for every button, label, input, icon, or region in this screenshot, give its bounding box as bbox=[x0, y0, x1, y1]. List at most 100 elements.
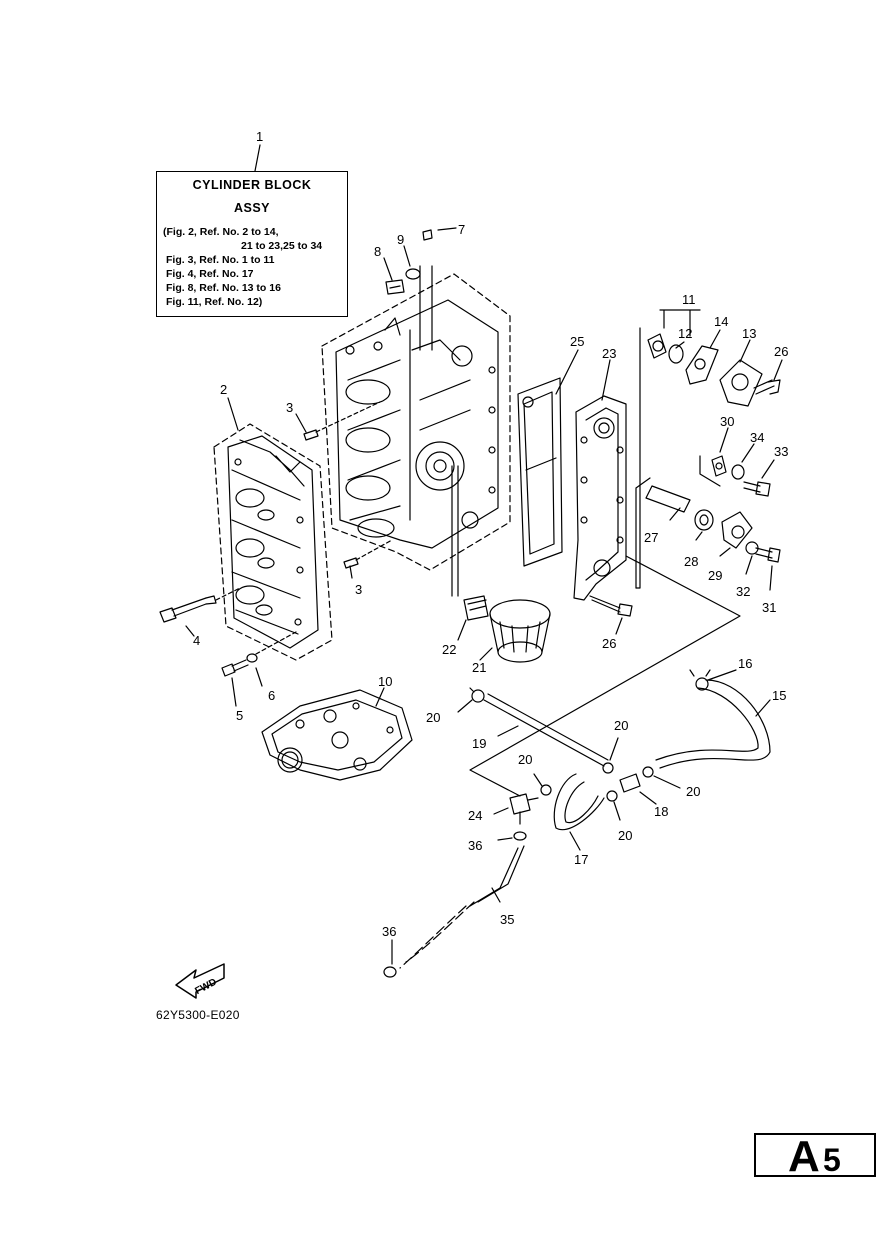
thermostat-11 bbox=[647, 333, 667, 359]
group-bracket-27 bbox=[635, 477, 651, 589]
callout-3: 3 bbox=[355, 582, 362, 597]
hose-19 bbox=[483, 693, 609, 767]
hose-group-line bbox=[469, 555, 741, 797]
leader-7 bbox=[437, 227, 457, 231]
callout-26: 26 bbox=[602, 636, 616, 651]
clamp-36a bbox=[513, 831, 527, 841]
ref-line: Fig. 8, Ref. No. 13 to 16 bbox=[166, 282, 281, 294]
grommet-28 bbox=[694, 509, 714, 531]
callout-31: 31 bbox=[762, 600, 776, 615]
plug-8 bbox=[385, 279, 405, 295]
leader-7-9 bbox=[419, 265, 433, 351]
ref-line: Fig. 3, Ref. No. 1 to 11 bbox=[166, 254, 275, 266]
washer-34 bbox=[731, 464, 745, 480]
gasket-14 bbox=[685, 345, 719, 385]
bolt-31 bbox=[755, 547, 781, 563]
ref-line: Fig. 4, Ref. No. 17 bbox=[166, 268, 254, 280]
callout-8: 8 bbox=[374, 244, 381, 259]
clamp-20d bbox=[606, 790, 618, 802]
cylinder-block bbox=[321, 273, 511, 571]
callout-12: 12 bbox=[678, 326, 692, 341]
hose-35 bbox=[399, 845, 525, 969]
callout-4: 4 bbox=[193, 633, 200, 648]
clamp-20a bbox=[469, 687, 485, 703]
callout-22: 22 bbox=[442, 642, 456, 657]
callout-1: 1 bbox=[256, 129, 263, 144]
callout-28: 28 bbox=[684, 554, 698, 569]
callout-36: 36 bbox=[468, 838, 482, 853]
callout-13: 13 bbox=[742, 326, 756, 341]
washer-6 bbox=[246, 653, 258, 663]
leader-8 bbox=[383, 257, 393, 281]
fitting-22 bbox=[463, 595, 489, 621]
clamp-20e bbox=[642, 766, 654, 778]
thermostat-cover-13 bbox=[719, 359, 763, 407]
bolt-26-lower bbox=[589, 595, 633, 617]
callout-21: 21 bbox=[472, 660, 486, 675]
assembly-title: CYLINDER BLOCK bbox=[192, 178, 312, 192]
callout-20: 20 bbox=[686, 784, 700, 799]
callout-9: 9 bbox=[397, 232, 404, 247]
callout-14: 14 bbox=[714, 314, 728, 329]
callout-11: 11 bbox=[682, 292, 696, 307]
assembly-title-box: CYLINDER BLOCK ASSY (Fig. 2, Ref. No. 2 … bbox=[156, 171, 348, 317]
callout-3: 3 bbox=[286, 400, 293, 415]
callout-36: 36 bbox=[382, 924, 396, 939]
hose-17 bbox=[553, 773, 605, 831]
hose-15 bbox=[655, 679, 771, 769]
gasket-9 bbox=[405, 268, 421, 280]
o-ring-12 bbox=[668, 344, 684, 364]
fwd-arrow-icon bbox=[175, 963, 225, 999]
callout-26: 26 bbox=[774, 344, 788, 359]
callout-17: 17 bbox=[574, 852, 588, 867]
anode-27 bbox=[645, 485, 691, 513]
callout-18: 18 bbox=[654, 804, 668, 819]
callout-30: 30 bbox=[720, 414, 734, 429]
cylinder-head-2 bbox=[213, 423, 333, 661]
leader-1 bbox=[254, 144, 261, 172]
exhaust-cover-23 bbox=[573, 395, 627, 601]
dowel-pin-3b bbox=[343, 557, 359, 569]
bolt-7 bbox=[422, 229, 433, 241]
callout-20: 20 bbox=[618, 828, 632, 843]
gasket-10 bbox=[261, 689, 413, 781]
bolt-5 bbox=[221, 659, 249, 677]
assembly-subtitle: ASSY bbox=[233, 201, 271, 215]
callout-20: 20 bbox=[426, 710, 440, 725]
dowel-pin-3a bbox=[303, 429, 319, 441]
group-bracket-30 bbox=[699, 455, 721, 487]
callout-19: 19 bbox=[472, 736, 486, 751]
callout-16: 16 bbox=[738, 656, 752, 671]
bracket-30 bbox=[711, 455, 727, 477]
callout-15: 15 bbox=[772, 688, 786, 703]
ref-line: 21 to 23,25 to 34 bbox=[241, 240, 323, 252]
page-letter: A bbox=[788, 1132, 820, 1181]
bolt-26-upper bbox=[753, 379, 781, 395]
gasket-25 bbox=[517, 377, 563, 567]
callout-5: 5 bbox=[236, 708, 243, 723]
callout-6: 6 bbox=[268, 688, 275, 703]
clamp-20c bbox=[540, 784, 552, 796]
callout-33: 33 bbox=[774, 444, 788, 459]
bolt-33 bbox=[743, 481, 771, 497]
joint-18 bbox=[619, 773, 641, 793]
callout-32: 32 bbox=[736, 584, 750, 599]
leader-2 bbox=[227, 397, 239, 431]
callout-20: 20 bbox=[614, 718, 628, 733]
joint-24 bbox=[509, 793, 539, 825]
callout-29: 29 bbox=[708, 568, 722, 583]
diagram-code: 62Y5300-E020 bbox=[156, 1008, 240, 1022]
callout-25: 25 bbox=[570, 334, 584, 349]
cover-29 bbox=[721, 511, 753, 549]
callout-23: 23 bbox=[602, 346, 616, 361]
leader-9 bbox=[403, 245, 411, 267]
joint-16 bbox=[689, 669, 711, 691]
clamp-20b bbox=[602, 762, 614, 774]
page-number: 5 bbox=[823, 1142, 841, 1178]
callout-27: 27 bbox=[644, 530, 658, 545]
oil-filter-21 bbox=[489, 599, 551, 663]
callout-2: 2 bbox=[220, 382, 227, 397]
callout-7: 7 bbox=[458, 222, 465, 237]
